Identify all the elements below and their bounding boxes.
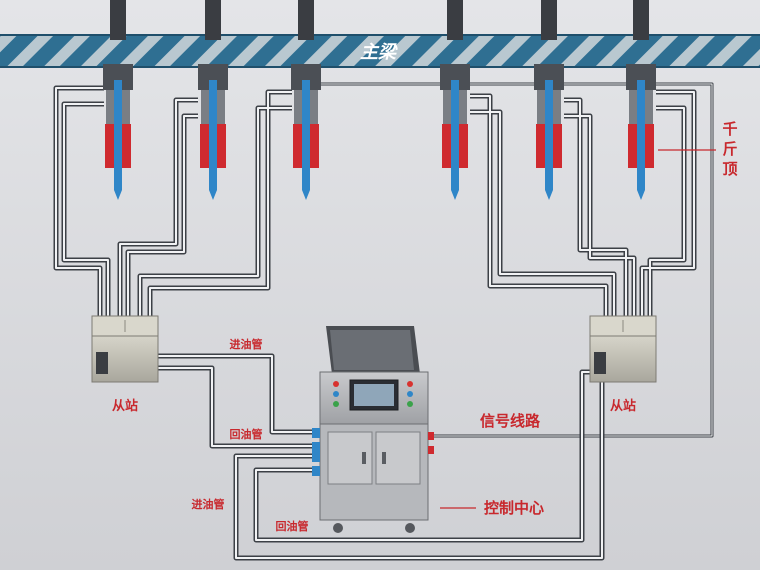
- jack-group: [103, 0, 656, 200]
- pipe-label-return-bottom: 回油管: [276, 519, 309, 533]
- jack-label-char-2: 斤: [722, 140, 737, 158]
- jack-1: [103, 0, 133, 200]
- pipe-label-return-top: 回油管: [230, 427, 263, 441]
- jack-5: [534, 0, 564, 200]
- substation-left-label: 从站: [112, 398, 138, 414]
- pipe-label-feed-top: 进油管: [230, 337, 263, 351]
- substation-left: 从站: [91, 315, 159, 414]
- control-center-label: 控制中心: [484, 499, 544, 517]
- jack-3: [291, 0, 321, 200]
- substation-right-label: 从站: [610, 398, 636, 414]
- beam-label: 主梁: [360, 42, 398, 63]
- jack-label-char-3: 顶: [722, 160, 737, 178]
- substation-right: 从站: [589, 315, 657, 414]
- jack-callout: 千 斤 顶: [658, 120, 738, 178]
- control-center: [312, 326, 434, 533]
- hydraulic-pipes: [53, 82, 714, 561]
- jack-label-char-1: 千: [722, 120, 737, 138]
- pipe-label-feed-bottom: 进油管: [192, 497, 225, 511]
- signal-line-label: 信号线路: [480, 412, 541, 430]
- jack-4: [440, 0, 470, 200]
- jack-6: [626, 0, 656, 200]
- jack-2: [198, 0, 228, 200]
